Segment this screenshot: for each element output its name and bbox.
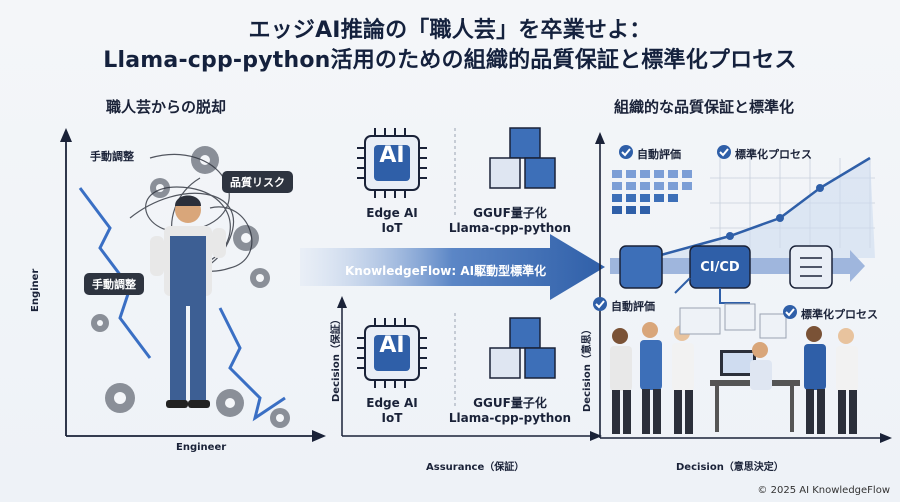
left-axis-y-label: Enginer — [30, 268, 41, 312]
auto-eval-label-top: 自動評価 — [637, 148, 681, 161]
chip-icon — [357, 318, 427, 388]
team-figures — [610, 303, 858, 434]
edge-ai-line1: Edge AI — [366, 396, 418, 410]
edge-ai-line1: Edge AI — [366, 206, 418, 220]
right-axes — [595, 132, 892, 443]
page-title-line-1: エッジAI推論の「職人芸」を卒業せよ： — [248, 18, 652, 43]
gguf-line1: GGUF量子化 — [473, 206, 547, 220]
middle-illustration — [337, 127, 602, 441]
right-section-heading: 組織的な品質保証と標準化 — [614, 98, 795, 116]
edge-ai-line2: IoT — [381, 221, 403, 235]
chip-text-top: AI — [379, 143, 405, 168]
person-figure — [750, 342, 772, 390]
flow-arrow — [300, 234, 605, 300]
copyright-footer: © 2025 AI KnowledgeFlow — [757, 485, 890, 496]
check-icon — [783, 305, 797, 319]
eval-matrix — [612, 170, 692, 214]
left-axis-x-label: Engineer — [176, 442, 227, 453]
check-icon — [619, 145, 633, 159]
flow-arrow-label: KnowledgeFlow: AI駆動型標準化 — [345, 264, 547, 278]
manual-adjustment-tag: 手動調整 — [84, 273, 144, 295]
person-figure — [836, 328, 858, 434]
auto-eval-label-bottom: 自動評価 — [611, 300, 655, 313]
quality-risk-tag: 品質リスク — [222, 171, 293, 193]
left-illustration — [60, 128, 326, 442]
gguf-line1: GGUF量子化 — [473, 396, 547, 410]
standard-process-label-top: 標準化プロセス — [735, 148, 812, 161]
standard-process-label-bottom: 標準化プロセス — [801, 308, 878, 321]
cubes-icon — [489, 127, 556, 189]
pipeline — [610, 245, 865, 304]
cubes-icon — [489, 317, 556, 379]
middle-axes — [337, 296, 602, 441]
cicd-label: CI/CD — [700, 260, 740, 275]
page-title-line-2: Llama-cpp-python活用のための組織的品質保証と標準化プロセス — [103, 48, 797, 73]
middle-axis-y-label: Decision（保証） — [331, 314, 342, 402]
left-axes — [60, 128, 326, 442]
chip-text-bottom: AI — [379, 333, 405, 358]
edge-ai-label-bottom: Edge AI IoT — [352, 396, 432, 426]
middle-axis-x-label: Assurance（保証） — [426, 462, 525, 473]
engineer-figure — [150, 195, 226, 408]
gguf-label-bottom: GGUF量子化 Llama-cpp-python — [440, 396, 580, 426]
right-axis-x-label: Decision（意思決定） — [676, 462, 784, 473]
check-icon — [593, 297, 607, 311]
dashboard-panels — [679, 303, 787, 339]
left-section-heading: 職人芸からの脱却 — [106, 98, 227, 116]
right-axis-y-label: Decision（意思） — [582, 324, 593, 412]
person-figure — [640, 322, 662, 434]
check-icon — [717, 145, 731, 159]
chip-icon — [357, 128, 427, 198]
growth-line — [649, 156, 875, 260]
person-figure — [610, 328, 632, 434]
decline-arrows — [78, 187, 286, 422]
gguf-line2: Llama-cpp-python — [448, 221, 572, 235]
gguf-label-top: GGUF量子化 Llama-cpp-python — [440, 206, 580, 236]
manual-adjustment-label-top: 手動調整 — [90, 150, 134, 163]
person-figure — [672, 325, 694, 434]
edge-ai-label-top: Edge AI IoT — [352, 206, 432, 236]
gguf-line2: Llama-cpp-python — [448, 411, 572, 425]
settings-box-icon — [619, 245, 663, 289]
person-figure — [804, 326, 826, 434]
right-illustration — [595, 132, 892, 443]
edge-ai-line2: IoT — [381, 411, 403, 425]
